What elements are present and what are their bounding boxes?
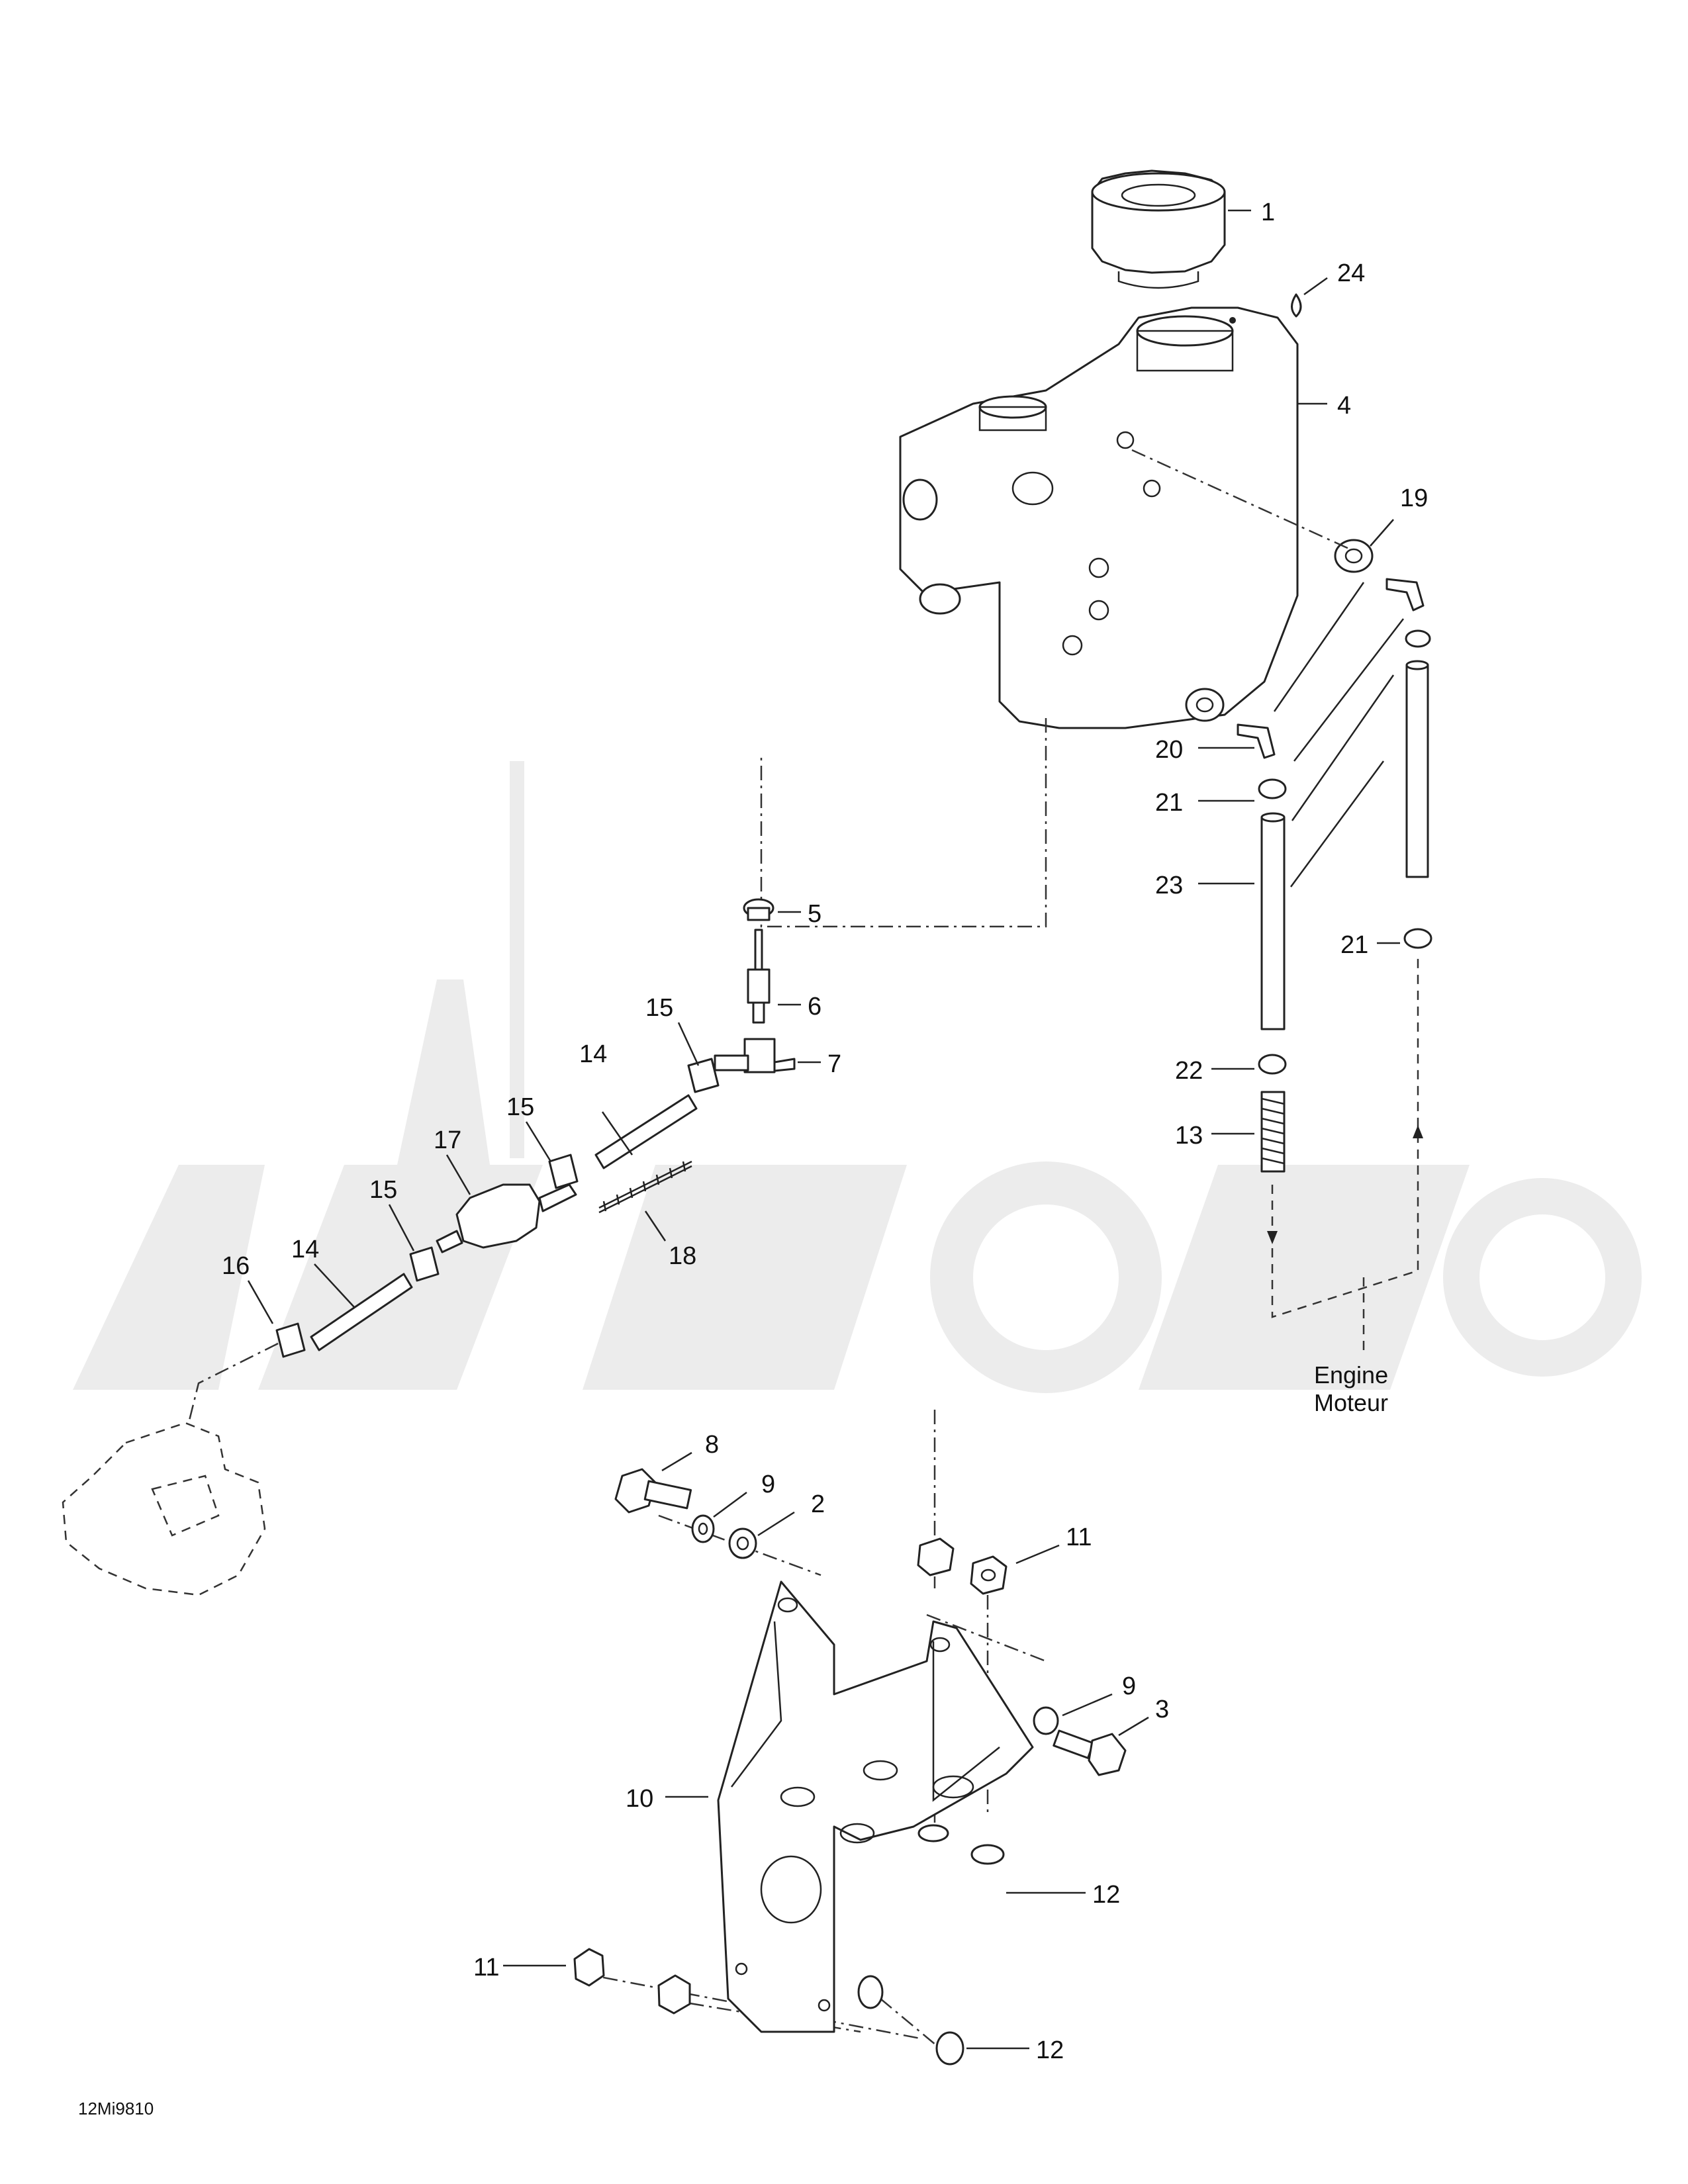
part-11-nut-upper-a xyxy=(917,1537,955,1576)
part-24-sealant-drop xyxy=(1291,293,1302,318)
part-14-hose-b xyxy=(310,1273,413,1351)
part-12-washer-lower-b xyxy=(935,2031,964,2066)
callout-18: 18 xyxy=(669,1242,696,1270)
part-20-elbow-upper xyxy=(1385,578,1425,612)
part-10-bracket xyxy=(717,1580,1034,2033)
part-16-clamp xyxy=(275,1322,306,1358)
callout-3: 3 xyxy=(1155,1696,1169,1723)
part-12-washer-upper-b xyxy=(970,1844,1005,1865)
callout-5: 5 xyxy=(808,900,821,928)
part-21-clamp-b xyxy=(1403,629,1432,949)
part-18-spring xyxy=(598,1160,692,1214)
part-7-tee-fitting xyxy=(714,1038,796,1073)
leader-lines xyxy=(247,209,1400,2050)
part-15-clamp-c xyxy=(409,1246,440,1282)
callout-12-b: 12 xyxy=(1036,2036,1064,2064)
part-12-washer-upper-a xyxy=(917,1824,949,1843)
part-4-oil-tank xyxy=(899,306,1299,729)
part-15-clamp-b xyxy=(548,1154,579,1189)
engine-label-line1: Engine xyxy=(1314,1361,1388,1388)
callout-13: 13 xyxy=(1175,1122,1203,1150)
callout-19: 19 xyxy=(1400,484,1428,512)
callout-6: 6 xyxy=(808,993,821,1021)
callout-21-b: 21 xyxy=(1340,931,1368,959)
part-1-tank-cap xyxy=(1091,169,1226,289)
part-11-nut-lower-b xyxy=(657,1974,691,2015)
callout-8: 8 xyxy=(705,1431,719,1459)
carburetor-reference xyxy=(62,1422,266,1596)
callout-17: 17 xyxy=(434,1126,461,1154)
engine-label-line2: Moteur xyxy=(1314,1389,1388,1416)
part-15-clamp-a xyxy=(687,1058,720,1093)
part-8-bolt xyxy=(614,1468,692,1514)
part-5-grommet xyxy=(743,898,774,921)
callout-23: 23 xyxy=(1155,872,1183,899)
callout-16: 16 xyxy=(222,1252,250,1280)
callout-15-a: 15 xyxy=(645,994,673,1022)
part-22-clamp xyxy=(1258,1054,1287,1075)
callout-20: 20 xyxy=(1155,736,1183,764)
callout-21-a: 21 xyxy=(1155,789,1183,817)
callout-12-a: 12 xyxy=(1092,1881,1120,1909)
callout-11-a: 11 xyxy=(1066,1524,1092,1551)
callout-14-a: 14 xyxy=(579,1040,607,1068)
callout-15-b: 15 xyxy=(506,1093,534,1121)
routing-lines xyxy=(187,449,1423,2049)
callout-24: 24 xyxy=(1337,259,1365,287)
part-19-grommet-upper xyxy=(1334,539,1374,573)
part-11-nut-lower-a xyxy=(573,1948,605,1987)
part-23-hose-a xyxy=(1260,812,1286,1030)
callout-7: 7 xyxy=(827,1050,841,1078)
part-11-nut-upper-b xyxy=(970,1555,1008,1595)
callout-2: 2 xyxy=(811,1490,825,1518)
part-2-washer xyxy=(728,1527,757,1559)
part-20-elbow-lower xyxy=(1237,723,1276,759)
part-19-grommet-lower xyxy=(1185,688,1225,722)
part-21-clamp-a xyxy=(1258,778,1287,799)
callout-11-b: 11 xyxy=(473,1954,499,1981)
diagram-code: 12Mi9810 xyxy=(78,2099,154,2118)
callout-1: 1 xyxy=(1261,199,1275,226)
callout-10: 10 xyxy=(626,1785,653,1813)
callouts: 1 24 4 19 20 21 23 21 22 13 5 6 7 15 14 … xyxy=(78,199,1428,2118)
part-14-hose-a xyxy=(594,1094,698,1169)
part-9-washer-a xyxy=(691,1514,715,1543)
callout-9-b: 9 xyxy=(1122,1672,1136,1700)
part-6-valve-stem xyxy=(747,929,771,1024)
part-3-bolt xyxy=(1053,1729,1127,1776)
callout-14-b: 14 xyxy=(291,1236,319,1263)
callout-4: 4 xyxy=(1337,392,1351,420)
callout-22: 22 xyxy=(1175,1057,1203,1085)
callout-9-a: 9 xyxy=(761,1471,775,1498)
part-9-washer-b xyxy=(1033,1706,1059,1735)
callout-15-c: 15 xyxy=(369,1176,397,1204)
part-17-fuel-filter xyxy=(436,1183,577,1253)
part-13-spring xyxy=(1260,1091,1286,1173)
part-12-washer-lower-a xyxy=(857,1975,884,2009)
